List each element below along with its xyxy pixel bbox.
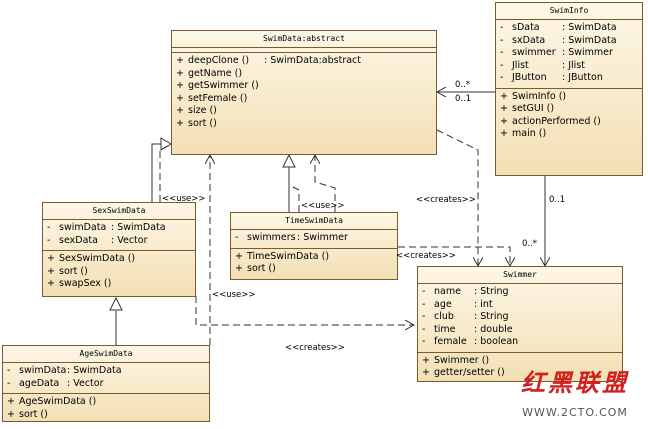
- field-row: -club: String: [422, 311, 509, 322]
- field-row: -sData: SwimData: [500, 22, 617, 33]
- multiplicity-label: 0..1: [549, 195, 566, 205]
- method-row: +setGUI (): [500, 103, 555, 114]
- methods-section: +SwimInfo () +setGUI () +actionPerformed…: [496, 89, 642, 144]
- methods-section: +deepClone (): SwimData:abstract +getNam…: [172, 53, 436, 133]
- method-row: +AgeSwimData (): [7, 396, 97, 407]
- method-row: +getter/setter (): [422, 367, 505, 378]
- generalization-arrowhead-age: [109, 296, 123, 311]
- method-row: +sort (): [7, 408, 48, 420]
- stereotype-label: <<creates>>: [396, 251, 456, 261]
- field-row: -age: int: [422, 298, 493, 310]
- class-title: SwimInfo: [496, 3, 642, 20]
- field-row: -name: String: [422, 286, 509, 297]
- methods-section: +Swimmer () +getter/setter (): [418, 353, 622, 383]
- methods-section: +TimeSwimData () +sort (): [231, 249, 397, 279]
- method-row: +sort (): [235, 263, 276, 274]
- stereotype-label: <<use>>: [162, 194, 206, 204]
- attributes-section: -name: String -age: int -club: String -t…: [418, 284, 622, 353]
- field-row: -sxData: SwimData: [500, 34, 617, 46]
- dependency-time-use-2: [288, 184, 300, 212]
- field-row: -swimData: SwimData: [47, 222, 166, 233]
- attributes-section: -swimData: SwimData -ageData: Vector: [3, 363, 209, 394]
- stereotype-label: <<creates>>: [285, 343, 345, 353]
- multiplicity-label: 0..*: [522, 239, 538, 249]
- method-row: +SwimInfo (): [500, 90, 567, 102]
- method-row: +size (): [176, 105, 217, 116]
- field-row: -ageData: Vector: [7, 377, 104, 389]
- field-row: -Jlist: Jlist: [500, 59, 585, 71]
- class-title: SexSwimData: [43, 203, 195, 220]
- watermark-url: WWW.2CTO.COM: [522, 406, 628, 419]
- method-row: +sort (): [47, 265, 88, 277]
- class-title: AgeSwimData: [3, 346, 209, 363]
- stereotype-label: <<use>>: [212, 290, 256, 300]
- watermark-logo: 红黑联盟: [521, 368, 629, 397]
- method-row: +TimeSwimData (): [235, 250, 330, 262]
- method-row: +swapSex (): [47, 278, 112, 289]
- method-row: +SexSwimData (): [47, 253, 136, 264]
- class-sexswimdata[interactable]: SexSwimData -swimData: SwimData -sexData…: [42, 202, 196, 297]
- method-row: +Swimmer (): [422, 354, 490, 366]
- dependency-sex-use: [159, 145, 169, 202]
- attributes-section: -sData: SwimData -sxData: SwimData -swim…: [496, 20, 642, 89]
- field-row: -swimmer: Swimmer: [500, 47, 613, 58]
- attributes-section: [172, 48, 436, 53]
- stereotype-label: <<use>>: [301, 201, 345, 211]
- method-row: +deepClone (): SwimData:abstract: [176, 55, 361, 66]
- dependency-swimdata-creates-swimmer: [436, 129, 478, 266]
- field-row: -female: boolean: [422, 336, 519, 347]
- attributes-section: -swimData: SwimData -sexData: Vector: [43, 220, 195, 251]
- class-swimmer[interactable]: Swimmer -name: String -age: int -club: S…: [417, 266, 623, 382]
- class-title: SwimData:abstract: [172, 31, 436, 48]
- methods-section: +AgeSwimData () +sort (): [3, 394, 209, 424]
- watermark: 红黑联盟 WWW.2CTO.COM: [505, 368, 645, 419]
- stereotype-label: <<creates>>: [416, 195, 476, 205]
- field-row: -sexData: Vector: [47, 234, 148, 246]
- class-title: TimeSwimData: [231, 213, 397, 230]
- methods-section: +SexSwimData () +sort () +swapSex (): [43, 251, 195, 294]
- field-row: -JButton: JButton: [500, 72, 603, 83]
- multiplicity-label: 0..1: [455, 94, 472, 104]
- method-row: +getName (): [176, 67, 243, 79]
- field-row: -time: double: [422, 323, 513, 335]
- multiplicity-label: 0..*: [455, 80, 471, 90]
- field-row: -swimmers: Swimmer: [235, 232, 348, 243]
- method-row: +main (): [500, 128, 547, 139]
- method-row: +getSwimmer (): [176, 80, 259, 91]
- field-row: -swimData: SwimData: [7, 365, 122, 376]
- class-timeswimdata[interactable]: TimeSwimData -swimmers: Swimmer +TimeSwi…: [230, 212, 398, 280]
- method-row: +actionPerformed (): [500, 115, 601, 127]
- class-swiminfo[interactable]: SwimInfo -sData: SwimData -sxData: SwimD…: [495, 2, 643, 176]
- method-row: +sort (): [176, 117, 217, 129]
- generalization-arrowhead-time: [282, 153, 296, 168]
- attributes-section: -swimmers: Swimmer: [231, 230, 397, 249]
- class-ageswimdata[interactable]: AgeSwimData -swimData: SwimData -ageData…: [2, 345, 210, 422]
- dependency-sex-creates-swimmer: [195, 296, 414, 325]
- dependency-time-creates-swimmer: [398, 246, 510, 266]
- method-row: +setFemale (): [176, 92, 248, 104]
- class-title: Swimmer: [418, 267, 622, 284]
- dependency-time-use: [315, 155, 336, 212]
- class-swimdata[interactable]: SwimData:abstract +deepClone (): SwimDat…: [171, 30, 437, 155]
